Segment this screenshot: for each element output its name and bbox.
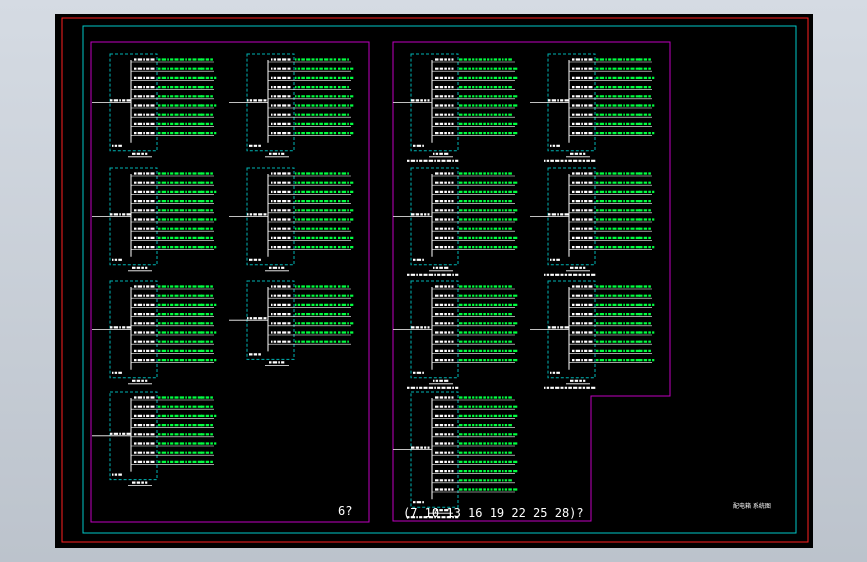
distribution-box-outline (246, 167, 295, 266)
left-panel-border (90, 41, 370, 523)
title-block-text: 配电箱 系统图 (733, 502, 771, 510)
distribution-box-outline (109, 280, 158, 379)
distribution-box-outline (410, 167, 459, 266)
right-panel-label: (7 10 13 16 19 22 25 28)? (403, 506, 584, 520)
distribution-box-outline (547, 280, 596, 379)
distribution-box-outline (109, 53, 158, 152)
right-panel-border (392, 41, 671, 522)
distribution-box-outline (410, 280, 459, 379)
distribution-box-outline (246, 53, 295, 152)
cad-drawing-sheet: 6? (7 10 13 16 19 22 25 28)? 配电箱 系统图 (55, 14, 813, 548)
outer-drawing-frame (61, 17, 809, 543)
distribution-box-outline (109, 167, 158, 266)
distribution-box-outline (410, 53, 459, 152)
distribution-box-outline (547, 167, 596, 266)
inner-drawing-frame (82, 25, 797, 534)
left-panel-label: 6? (338, 504, 352, 518)
distribution-box-outline (547, 53, 596, 152)
